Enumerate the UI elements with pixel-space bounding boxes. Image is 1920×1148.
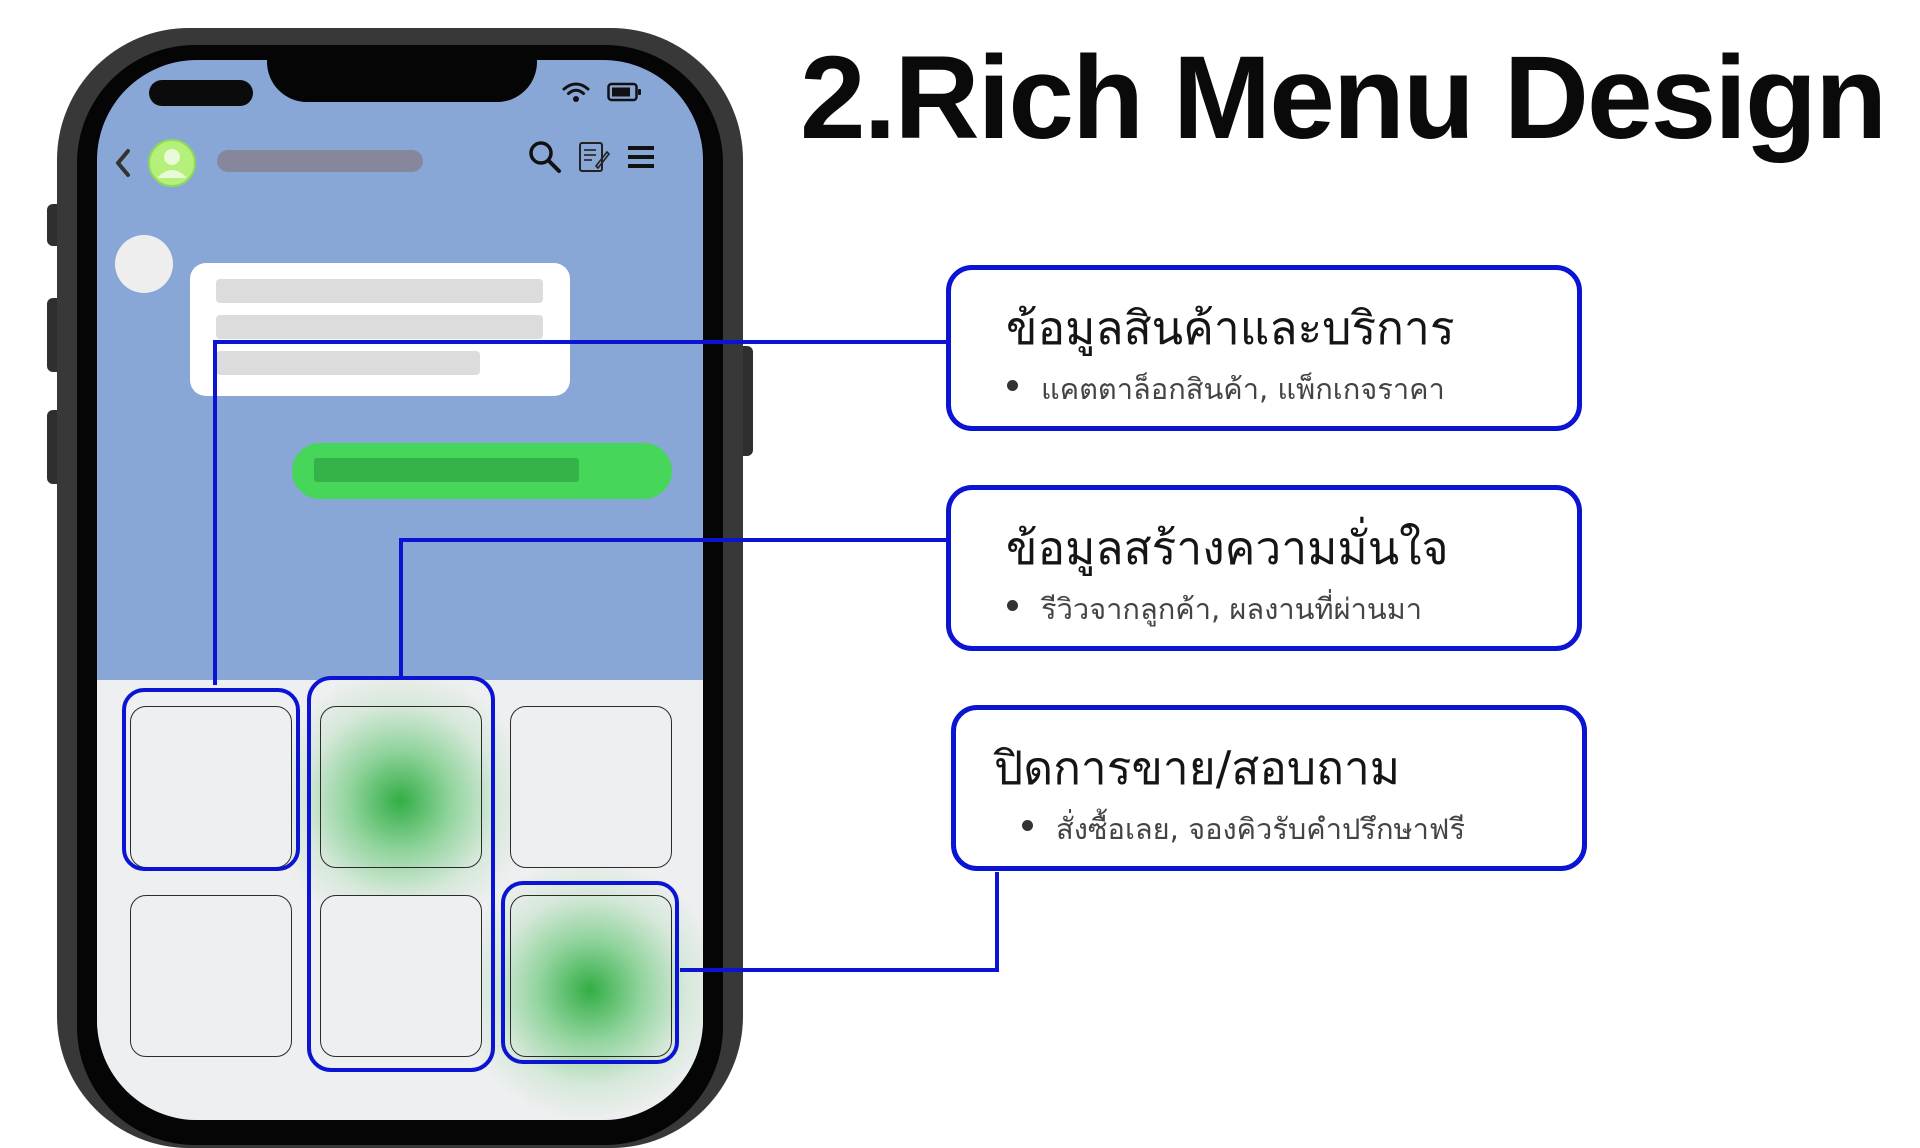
highlight-box-product-cell <box>122 688 300 871</box>
callout-bullet-text: แคตตาล็อกสินค้า, แพ็กเกจราคา <box>1041 372 1445 406</box>
phone-notch <box>267 60 537 102</box>
highlight-box-order-cell <box>501 881 679 1064</box>
sent-message-bubble <box>292 443 672 499</box>
callout-bullet-item: แคตตาล็อกสินค้า, แพ็กเกจราคา <box>1007 366 1445 412</box>
phone-screen <box>97 60 703 1120</box>
callout-bullet-item: สั่งซื้อเลย, จองคิวรับคำปรึกษาฟรี <box>1021 806 1466 852</box>
user-avatar-icon[interactable] <box>147 138 197 188</box>
callout-title: ข้อมูลสินค้าและบริการ <box>1006 301 1455 355</box>
rich-menu-cell-6[interactable] <box>510 895 672 1057</box>
callout-bullet-text: สั่งซื้อเลย, จองคิวรับคำปรึกษาฟรี <box>1056 812 1466 846</box>
callout-title: ปิดการขาย/สอบถาม <box>994 741 1401 795</box>
received-message-bubble <box>190 263 570 396</box>
rich-menu-cell-2[interactable] <box>320 706 482 868</box>
connector-line-trust <box>399 538 948 678</box>
rich-menu-cell-1[interactable] <box>130 706 292 868</box>
rich-menu-cell-4[interactable] <box>130 895 292 1057</box>
callout-close-sale: ปิดการขาย/สอบถาม สั่งซื้อเลย, จองคิวรับค… <box>951 705 1587 871</box>
contact-name-placeholder <box>217 150 423 172</box>
connector-line-product <box>213 340 948 685</box>
callout-title: ข้อมูลสร้างความมั่นใจ <box>1006 521 1449 575</box>
back-chevron-icon[interactable] <box>113 148 133 178</box>
rich-menu-panel <box>97 671 703 1120</box>
search-icon[interactable] <box>528 140 562 174</box>
callout-trust-info: ข้อมูลสร้างความมั่นใจ รีวิวจากลูกค้า, ผล… <box>946 485 1582 651</box>
highlight-box-trust-column <box>307 676 495 1072</box>
battery-icon <box>607 82 641 102</box>
rich-menu-cell-3[interactable] <box>510 706 672 868</box>
rich-menu-cell-5[interactable] <box>320 895 482 1057</box>
camera-pill <box>149 80 253 106</box>
callout-bullet-item: รีวิวจากลูกค้า, ผลงานที่ผ่านมา <box>1006 586 1423 632</box>
message-text-line <box>314 458 579 482</box>
connector-overlay <box>122 340 999 1072</box>
message-sender-avatar <box>115 235 173 293</box>
connector-line-order <box>680 872 999 972</box>
message-text-line <box>216 279 543 303</box>
message-text-line <box>216 315 543 339</box>
callout-product-info: ข้อมูลสินค้าและบริการ แคตตาล็อกสินค้า, แ… <box>946 265 1582 431</box>
page-title: 2.Rich Menu Design <box>800 32 1887 164</box>
message-text-line <box>216 351 480 375</box>
wifi-icon <box>562 82 590 102</box>
callout-bullet-text: รีวิวจากลูกค้า, ผลงานที่ผ่านมา <box>1041 592 1423 626</box>
notes-icon[interactable] <box>576 140 610 174</box>
menu-icon[interactable] <box>627 144 655 170</box>
highlight-glow <box>270 671 530 931</box>
